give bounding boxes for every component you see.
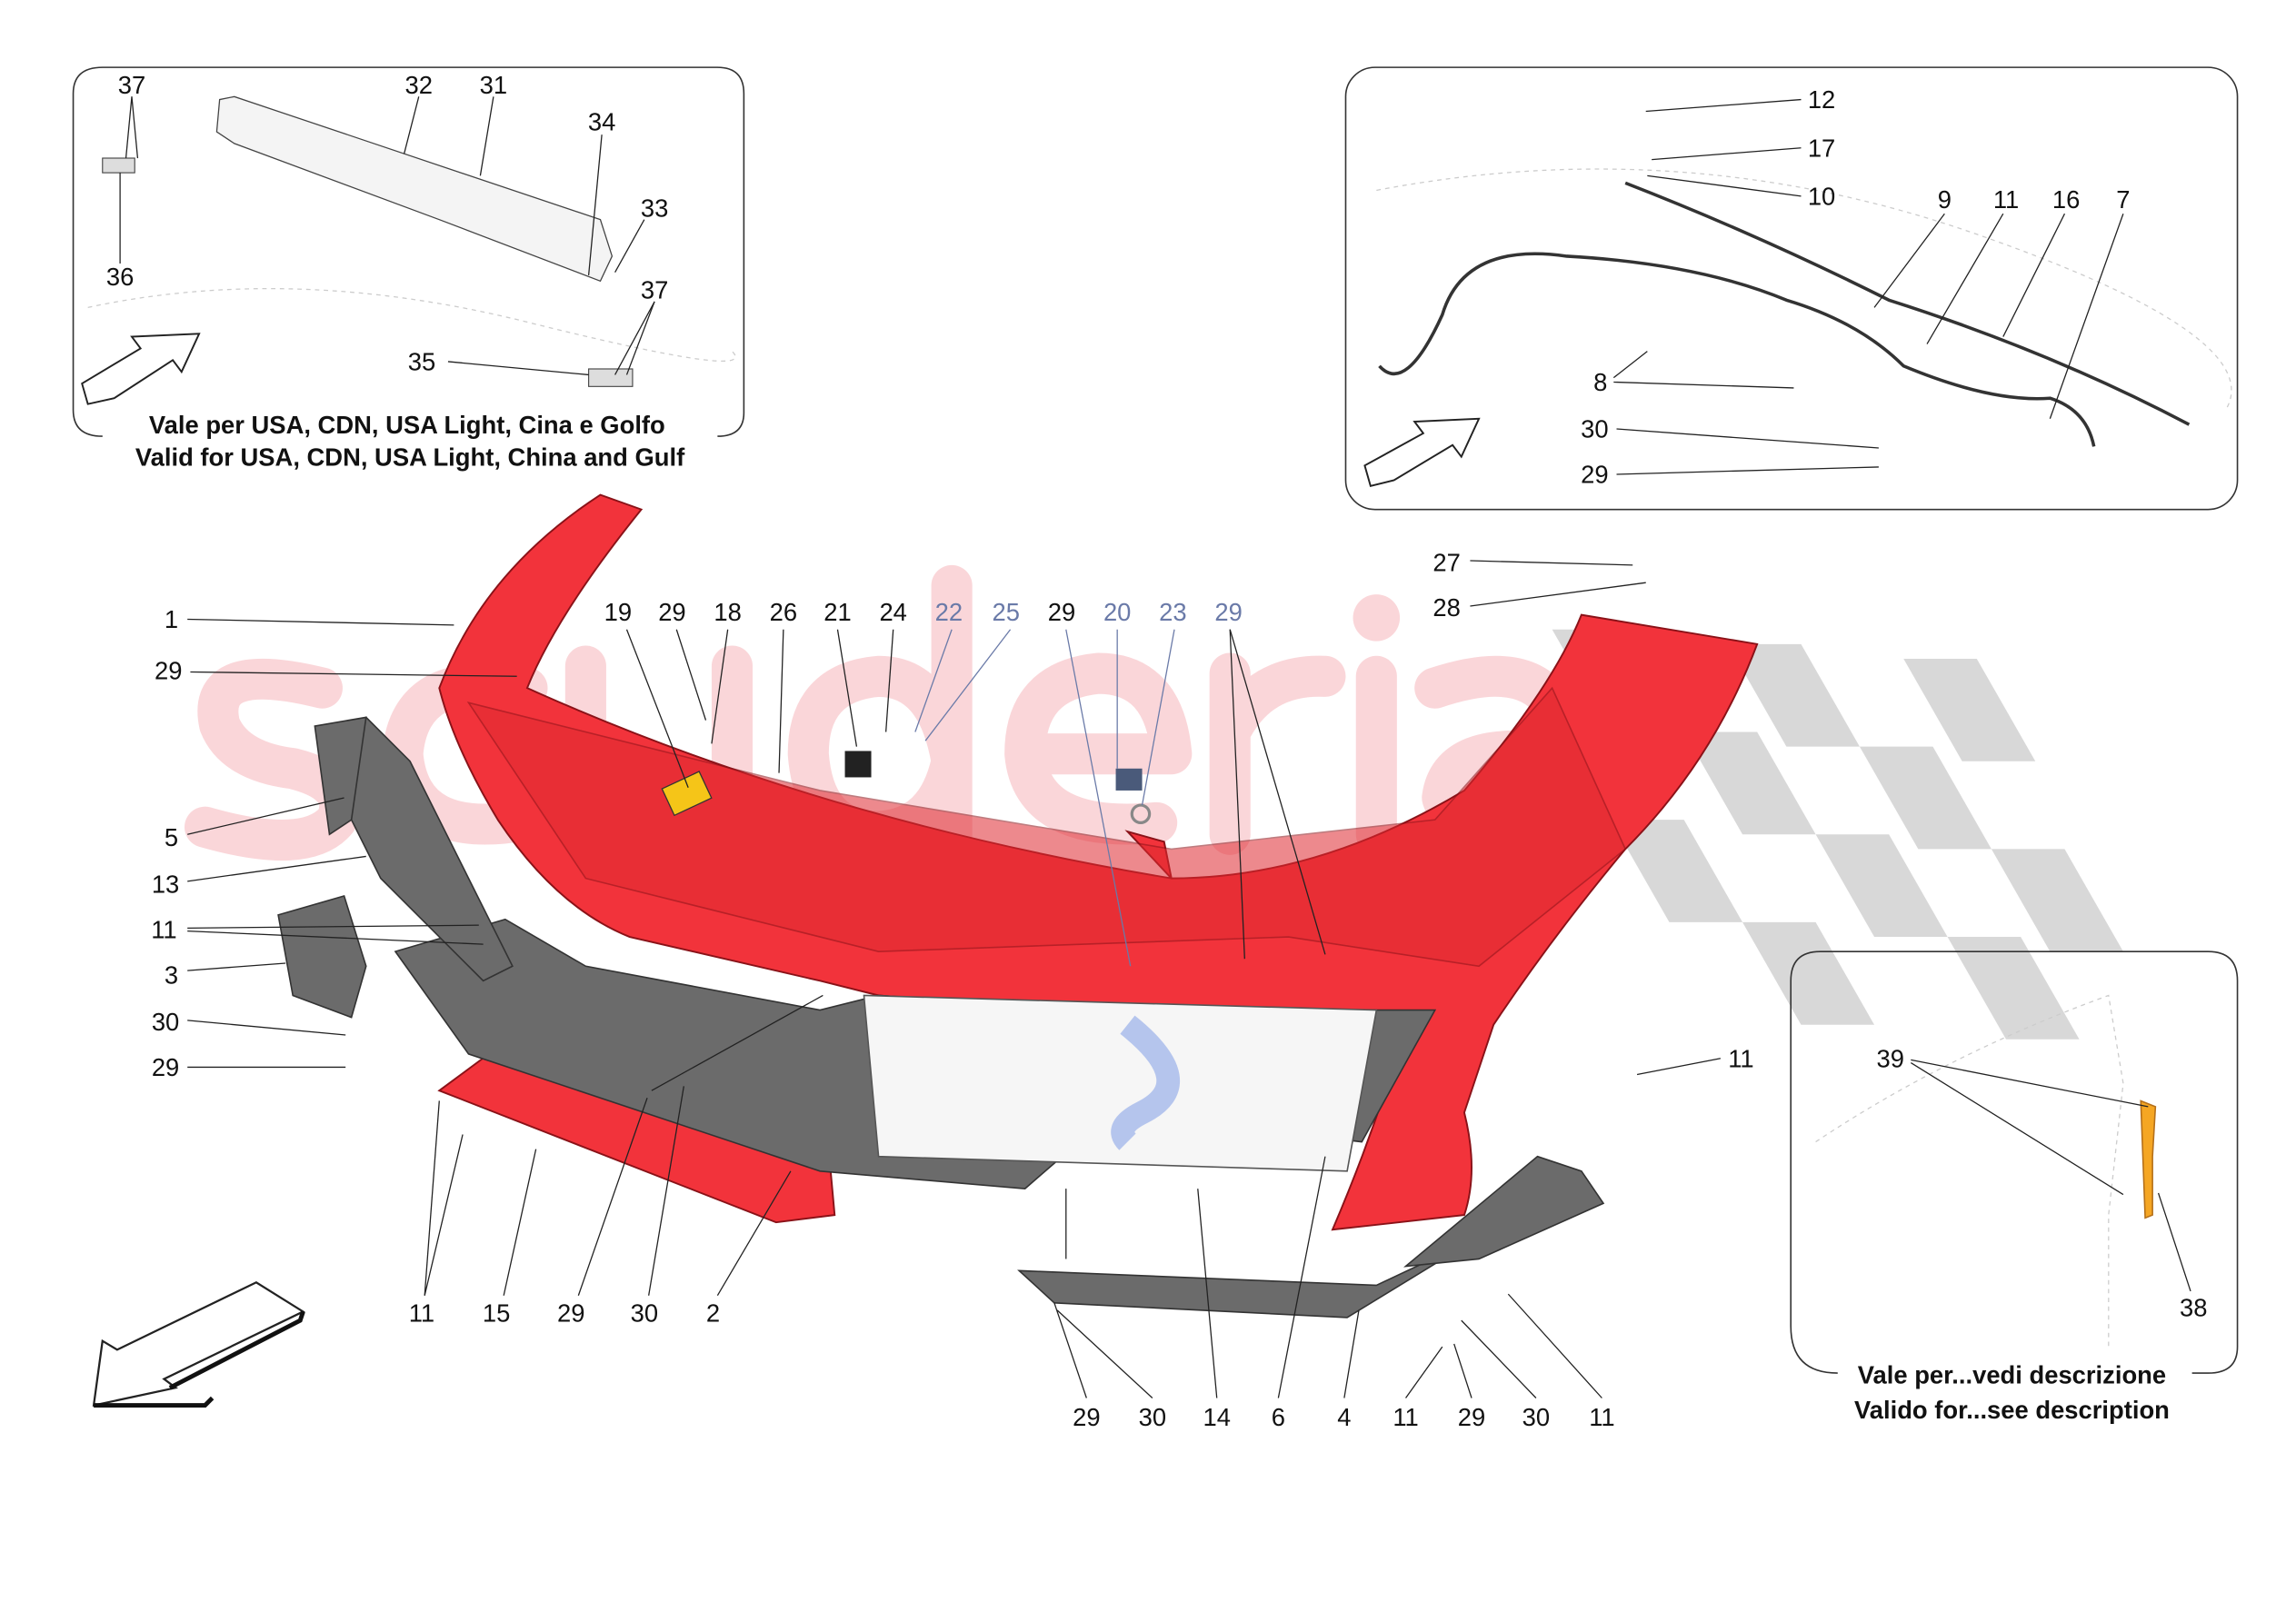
callout: 9 [1938,185,1952,214]
callout: 26 [770,598,797,626]
callout: 29 [155,657,182,685]
leader-lines [187,560,1722,1398]
callout: 12 [1808,85,1835,114]
callout: 31 [480,71,507,99]
left-air-intake [335,716,514,982]
callout: 39 [1877,1044,1904,1072]
callout: 37 [118,71,145,99]
callout: 23 [1159,598,1186,626]
inset-usa-panel: 37 32 31 34 33 36 37 35 Vale per USA, CD… [72,66,745,471]
callout: 7 [2116,185,2130,214]
callout: 11 [1993,185,2019,214]
callout: 24 [879,598,906,626]
callout: 34 [588,107,615,135]
callout: 11 [1728,1044,1753,1072]
main-callouts: 1 29 5 13 11 3 30 29 19 29 18 26 21 24 2… [151,548,1753,1431]
callout: 8 [1593,368,1607,396]
direction-arrow-icon [81,333,201,405]
callout: 29 [1048,598,1075,626]
callout: 36 [106,263,134,291]
callout: 2 [706,1299,720,1328]
callout: 29 [557,1299,584,1328]
callout: 4 [1337,1403,1351,1431]
callout: 28 [1433,593,1460,622]
callout: 19 [604,598,632,626]
front-bumper-assembly [277,493,2157,1318]
callout: 33 [641,194,668,222]
callout: 3 [165,961,178,990]
callout: 30 [1581,415,1608,443]
callout: 25 [993,598,1020,626]
callout: 11 [1393,1403,1418,1431]
callout: 1 [165,605,178,633]
direction-arrow-icon [92,1280,305,1408]
callout: 30 [1139,1403,1166,1431]
splitter-right [1403,1155,1605,1268]
callout: 13 [152,871,179,899]
inset-reflector-caption-en: Valido for...see description [1854,1396,2170,1424]
callout: 38 [2180,1293,2207,1321]
callout: 11 [1589,1403,1614,1431]
callout: 32 [405,71,433,99]
inset-reflector-caption-it: Vale per...vedi descrizione [1858,1360,2166,1388]
callout: 20 [1103,598,1131,626]
callout: 30 [631,1299,658,1328]
checkered-flag-watermark [1552,629,2123,1040]
inset-usa-caption-en: Valid for USA, CDN, USA Light, China and… [135,443,685,471]
callout: 30 [152,1008,179,1036]
wiring-harness [1378,252,2096,447]
inset-wiring-panel: 12 17 10 9 11 16 7 8 30 29 [1344,66,2239,511]
callout: 22 [935,598,963,626]
ferrari-badge [661,771,713,817]
callout: 16 [2052,185,2080,214]
callout: 14 [1203,1403,1230,1431]
callout: 37 [641,276,668,304]
callout: 18 [714,598,741,626]
callout: 29 [1581,461,1608,489]
callout: 35 [408,348,435,376]
callout: 15 [483,1299,510,1328]
callout: 30 [1522,1403,1550,1431]
callout: 17 [1808,134,1835,162]
direction-arrow-icon [1363,417,1481,488]
inset-reflector-panel: 39 38 Vale per...vedi descrizione Valido… [1790,950,2239,1424]
callout: 21 [824,598,851,626]
callout: 29 [1458,1403,1485,1431]
left-deflector [277,894,367,1019]
callout: 6 [1272,1403,1285,1431]
callout: 5 [165,823,178,851]
splitter-left [1017,1236,1480,1318]
inset-usa-caption-it: Vale per USA, CDN, USA Light, Cina e Gol… [149,411,665,439]
callout: 29 [152,1053,179,1081]
callout: 29 [1073,1403,1100,1431]
callout: 10 [1808,183,1835,211]
callout: 29 [658,598,685,626]
callout: 11 [151,916,176,944]
callout: 29 [1214,598,1242,626]
callout: 11 [409,1299,434,1328]
left-flap [314,716,367,836]
callout: 27 [1433,548,1460,576]
